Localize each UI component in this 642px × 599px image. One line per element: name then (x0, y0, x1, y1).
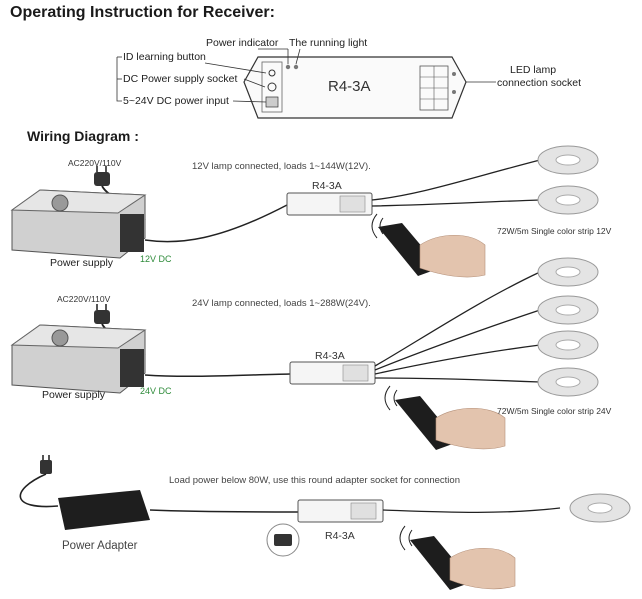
label-running-light: The running light (289, 37, 368, 49)
d1-model: R4-3A (312, 180, 342, 192)
d1-dc-label: 12V DC (140, 254, 172, 264)
d2-strip-label: 72W/5m Single color strip 24V (497, 406, 612, 416)
receiver-unit (243, 56, 467, 119)
diagram-24v (10, 257, 599, 450)
label-led-socket-2: connection socket (497, 77, 582, 89)
label-dc-input: 5~24V DC power input (123, 95, 229, 107)
d2-note: 24V lamp connected, loads 1~288W(24V). (192, 298, 371, 309)
label-power-indicator: Power indicator (206, 37, 279, 49)
callout-lines (116, 48, 496, 103)
receiver-model: R4-3A (328, 78, 371, 95)
d3-note: Load power below 80W, use this round ada… (169, 475, 460, 486)
d2-ac-label: AC220V/110V (57, 294, 111, 304)
diagram-12v (10, 145, 599, 278)
label-dc-socket: DC Power supply socket (123, 73, 238, 85)
d2-psu-label: Power supply (42, 389, 106, 401)
d1-ac-label: AC220V/110V (68, 158, 122, 168)
d3-model: R4-3A (325, 530, 355, 542)
page-title: Operating Instruction for Receiver: (10, 4, 275, 21)
d1-psu-label: Power supply (50, 257, 114, 269)
label-id-button: ID learning button (123, 51, 206, 63)
d1-note: 12V lamp connected, loads 1~144W(12V). (192, 161, 371, 172)
label-led-socket-1: LED lamp (510, 64, 557, 76)
d2-model: R4-3A (315, 350, 345, 362)
d3-adapter-label: Power Adapter (62, 540, 138, 552)
wiring-title: Wiring Diagram : (27, 128, 139, 144)
diagram-adapter (19, 455, 631, 590)
d1-strip-label: 72W/5m Single color strip 12V (497, 226, 612, 236)
d2-dc-label: 24V DC (140, 386, 172, 396)
